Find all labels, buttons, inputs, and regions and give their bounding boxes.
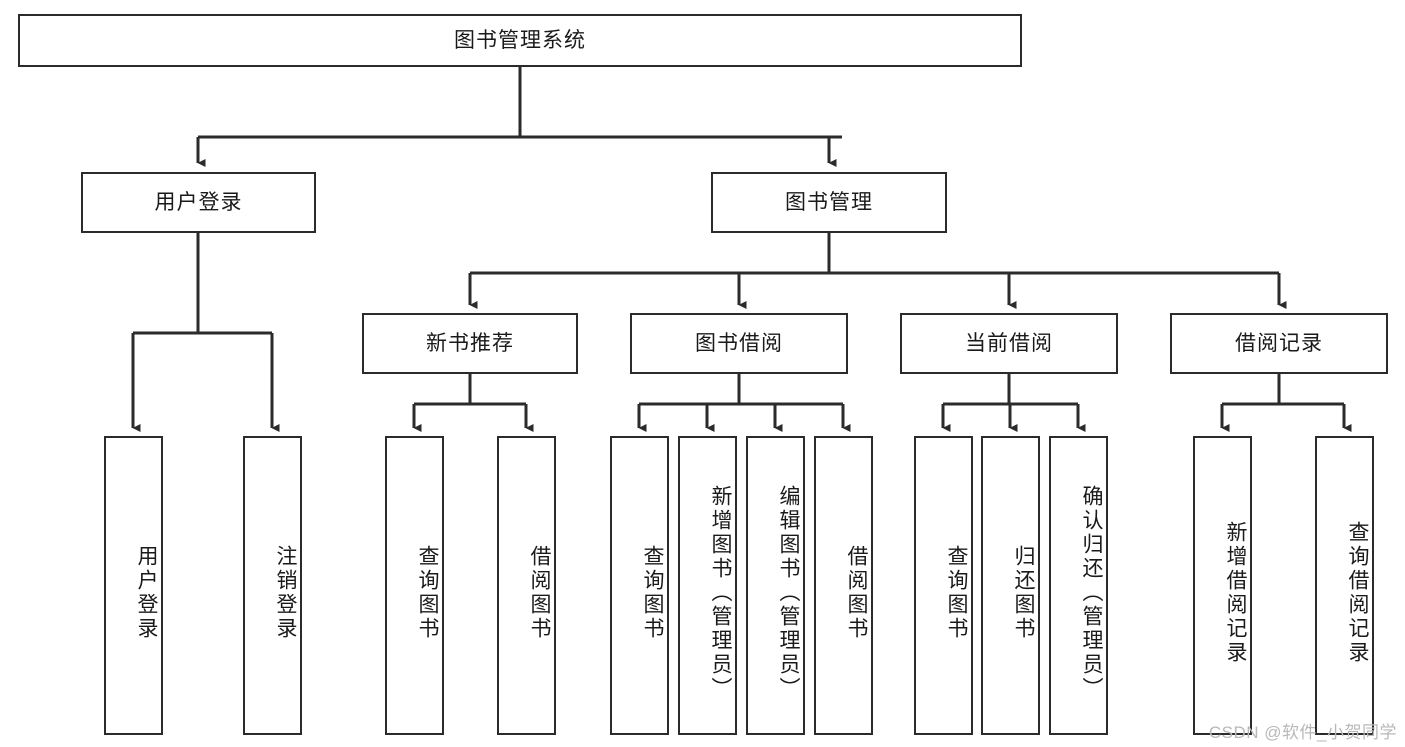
node-label: 当前借阅 [965,331,1053,355]
leaf-borrow-borrow-book[interactable]: 借阅图书 [814,436,873,735]
node-label: 查询图书 [416,544,439,641]
node-label: 用户登录 [135,544,158,641]
leaf-borrow-query-book[interactable]: 查询图书 [610,436,669,735]
node-label: 查询图书 [641,544,664,641]
node-label: 编辑图书（管理员） [777,484,800,701]
leaf-user-login-logout[interactable]: 注销登录 [243,436,302,735]
leaf-record-add-record[interactable]: 新增借阅记录 [1193,436,1252,735]
leaf-record-query-record[interactable]: 查询借阅记录 [1315,436,1374,735]
leaf-user-login-login[interactable]: 用户登录 [104,436,163,735]
node-label: 新增借阅记录 [1224,520,1247,665]
node-label: 确认归还（管理员） [1080,484,1103,701]
leaf-recommend-query-book[interactable]: 查询图书 [385,436,444,735]
node-book-borrow[interactable]: 图书借阅 [630,313,848,374]
leaf-current-return-book[interactable]: 归还图书 [981,436,1040,735]
node-label: 注销登录 [274,544,297,641]
node-user-login[interactable]: 用户登录 [81,172,316,233]
node-label: 新增图书（管理员） [709,484,732,701]
node-label: 归还图书 [1012,544,1035,641]
leaf-current-confirm-return-admin[interactable]: 确认归还（管理员） [1049,436,1108,735]
node-label: 图书借阅 [695,331,783,355]
node-label: 借阅图书 [528,544,551,641]
leaf-borrow-add-book-admin[interactable]: 新增图书（管理员） [678,436,737,735]
node-book-management[interactable]: 图书管理 [711,172,947,233]
csdn-watermark: CSDN @软件_小贺同学 [1208,723,1397,742]
node-root-system[interactable]: 图书管理系统 [18,14,1022,67]
node-label: 查询图书 [945,544,968,641]
node-label: 借阅图书 [845,544,868,641]
node-current-borrow[interactable]: 当前借阅 [900,313,1118,374]
node-label: 新书推荐 [426,331,514,355]
node-label: 图书管理系统 [454,28,586,52]
leaf-borrow-edit-book-admin[interactable]: 编辑图书（管理员） [746,436,805,735]
node-label: 查询借阅记录 [1346,520,1369,665]
node-borrow-record[interactable]: 借阅记录 [1170,313,1388,374]
node-label: 图书管理 [785,190,873,214]
node-label: 借阅记录 [1235,331,1323,355]
leaf-current-query-book[interactable]: 查询图书 [914,436,973,735]
node-new-book-recommend[interactable]: 新书推荐 [362,313,578,374]
leaf-recommend-borrow-book[interactable]: 借阅图书 [497,436,556,735]
node-label: 用户登录 [154,190,243,214]
